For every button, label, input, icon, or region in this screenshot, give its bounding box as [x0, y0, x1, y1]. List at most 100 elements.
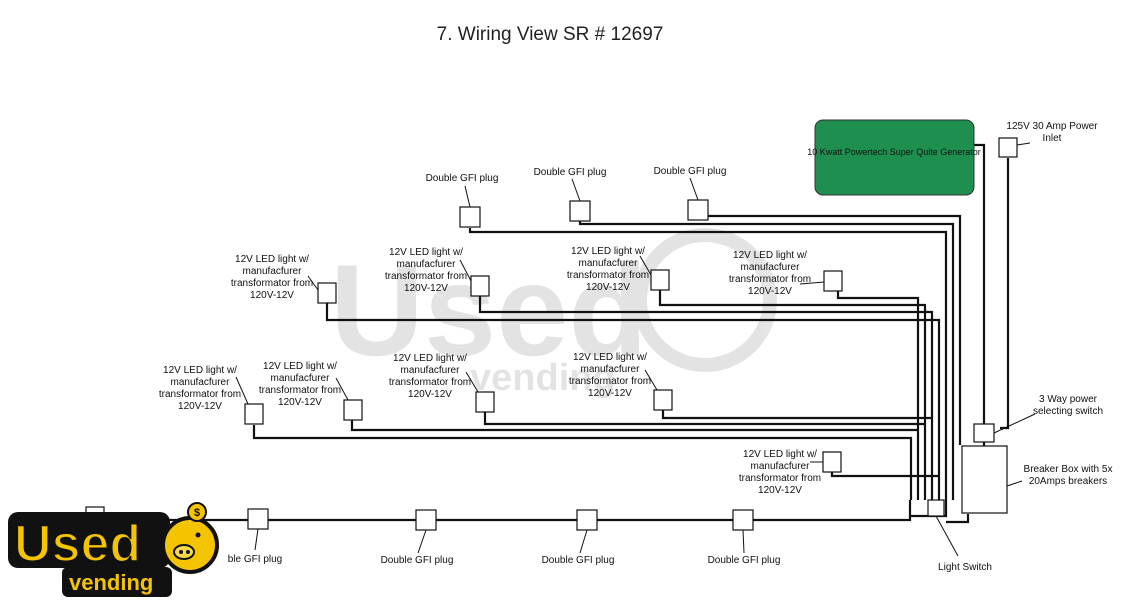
led-label-line4: 120V-12V — [408, 389, 452, 400]
gfi-plug-label: Double GFI plug — [542, 555, 615, 566]
led-label-line2: manufacfurer — [401, 365, 461, 376]
led-light-1: 12V LED light w/ manufacfurer transforma… — [231, 254, 337, 304]
generator-label: 10 Kwatt Powertech Super Quite Generator — [807, 147, 981, 157]
led-label-line2: manufacfurer — [579, 258, 639, 269]
gfi-plug-label: Double GFI plug — [534, 167, 607, 178]
led-light-7: 12V LED light w/ manufacfurer transforma… — [389, 353, 495, 413]
led-label-line4: 120V-12V — [758, 485, 802, 496]
led-label-line2: manufacfurer — [397, 259, 457, 270]
led-label-line2: manufacfurer — [751, 461, 811, 472]
led-label-line1: 12V LED light w/ — [733, 250, 807, 261]
gfi-plug-top-3: Double GFI plug — [654, 166, 727, 221]
generator: 10 Kwatt Powertech Super Quite Generator — [807, 119, 981, 196]
watermark-pig-icon — [633, 228, 777, 372]
inlet-label-line2: Inlet — [1043, 133, 1062, 144]
gfi-plug-bottom-3: Double GFI plug — [542, 509, 615, 566]
three-way-switch-box — [973, 423, 995, 443]
wires — [100, 143, 1010, 524]
three-way-switch-label-line2: selecting switch — [1033, 406, 1103, 417]
page-title: 7. Wiring View SR # 12697 — [437, 24, 664, 45]
led-light-box — [823, 270, 843, 292]
gfi-plug-box — [459, 206, 481, 228]
led-light-box — [653, 389, 673, 411]
gfi-plug-box — [732, 509, 754, 531]
led-light-box — [822, 451, 842, 473]
logo-pig-icon — [161, 516, 219, 574]
three-way-switch-label-line1: 3 Way power — [1039, 394, 1098, 405]
logo-backdrop — [8, 512, 170, 568]
gfi-plug-label: Double GFI plug — [381, 555, 454, 566]
led-label-line4: 120V-12V — [588, 388, 632, 399]
led-label-line2: manufacfurer — [741, 262, 801, 273]
led-light-box — [650, 269, 670, 291]
watermark: Used vending — [330, 228, 777, 399]
led-label-line2: manufacfurer — [271, 373, 331, 384]
led-label-line1: 12V LED light w/ — [393, 353, 467, 364]
led-label-line3: transformator from — [231, 278, 313, 289]
led-label-line3: transformator from — [159, 389, 241, 400]
led-label-line1: 12V LED light w/ — [263, 361, 337, 372]
led-label-line3: transformator from — [385, 271, 467, 282]
inlet-label-line1: 125V 30 Amp Power — [1006, 121, 1098, 132]
logo-sub: vending — [69, 570, 153, 595]
watermark-text: Used — [330, 237, 648, 383]
gfi-plug-bottom-4: Double GFI plug — [708, 509, 781, 566]
led-label-line4: 120V-12V — [748, 286, 792, 297]
logo-coin-icon — [187, 502, 207, 522]
logo-coin-symbol: $ — [194, 507, 200, 519]
led-label-line1: 12V LED light w/ — [743, 449, 817, 460]
led-label-line1: 12V LED light w/ — [571, 246, 645, 257]
led-label-line1: 12V LED light w/ — [163, 365, 237, 376]
three-way-switch: 3 Way power selecting switch — [973, 394, 1103, 443]
gfi-plug-top-1: Double GFI plug — [426, 173, 499, 228]
generator-box — [814, 119, 975, 196]
light-switch-box — [927, 499, 945, 517]
breaker-box: Breaker Box with 5x 20Amps breakers — [961, 445, 1113, 514]
gfi-plug-bottom-1: ble GFI plug — [228, 508, 282, 565]
gfi-plug-label: Double GFI plug — [426, 173, 499, 184]
power-inlet: 125V 30 Amp Power Inlet — [998, 121, 1098, 158]
led-label-line2: manufacfurer — [581, 364, 641, 375]
logo-word: Used — [14, 515, 141, 573]
led-label-line3: transformator from — [569, 376, 651, 387]
gfi-plug-box — [576, 509, 598, 531]
gfi-plug-box — [569, 200, 591, 222]
led-label-line3: transformator from — [389, 377, 471, 388]
led-light-3: 12V LED light w/ manufacfurer transforma… — [567, 246, 670, 293]
breaker-label-line1: Breaker Box with 5x — [1024, 464, 1113, 475]
led-label-line2: manufacfurer — [243, 266, 303, 277]
gfi-plug-box — [247, 508, 269, 530]
led-label-line4: 120V-12V — [278, 397, 322, 408]
led-label-line1: 12V LED light w/ — [389, 247, 463, 258]
led-light-box — [343, 399, 363, 421]
logo-pig-snout-icon — [173, 544, 195, 560]
led-light-4: 12V LED light w/ manufacfurer transforma… — [729, 250, 843, 297]
led-label-line4: 120V-12V — [178, 401, 222, 412]
led-label-line1: 12V LED light w/ — [235, 254, 309, 265]
gfi-plug-label: Double GFI plug — [708, 555, 781, 566]
led-light-5: 12V LED light w/ manufacfurer transforma… — [159, 365, 264, 425]
led-light-box — [470, 275, 490, 297]
gfi-plug-bottom-2: Double GFI plug — [381, 509, 454, 566]
used-vending-logo: Used $ vending — [8, 502, 219, 597]
breaker-label-line2: 20Amps breakers — [1029, 476, 1107, 487]
led-label-line3: transformator from — [729, 274, 811, 285]
gfi-plug-box — [687, 199, 709, 221]
inlet-box — [998, 137, 1018, 158]
led-label-line4: 120V-12V — [586, 282, 630, 293]
led-label-line3: transformator from — [739, 473, 821, 484]
led-label-line3: transformator from — [567, 270, 649, 281]
led-light-box — [244, 403, 264, 425]
gfi-plug-top-2: Double GFI plug — [534, 167, 607, 222]
gfi-plug-box — [415, 509, 437, 531]
led-light-box — [317, 282, 337, 304]
gfi-plug-label-partial: ble GFI plug — [228, 554, 282, 565]
gfi-plug-label: Double GFI plug — [654, 166, 727, 177]
led-label-line2: manufacfurer — [171, 377, 231, 388]
led-label-line3: transformator from — [259, 385, 341, 396]
logo-sub-backdrop — [62, 567, 172, 597]
led-label-line4: 120V-12V — [250, 290, 294, 301]
light-switch: Light Switch — [927, 499, 992, 573]
